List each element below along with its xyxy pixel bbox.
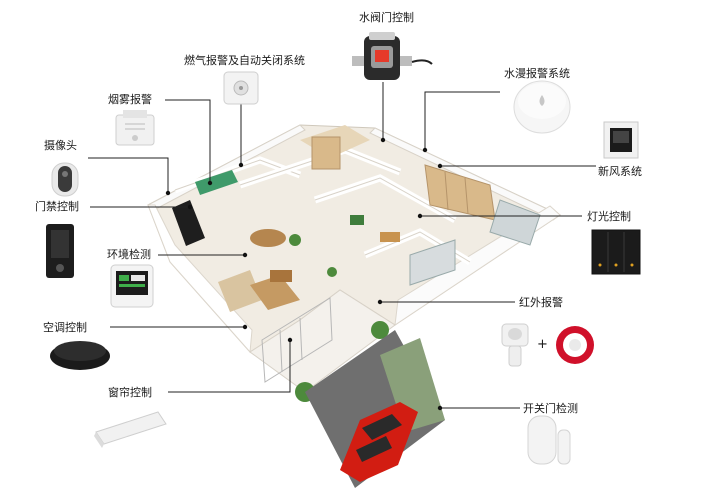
label-infrared-alarm: 红外报警 xyxy=(519,296,563,309)
label-light-control: 灯光控制 xyxy=(587,210,631,223)
label-camera: 摄像头 xyxy=(44,139,77,152)
label-curtain-control: 窗帘控制 xyxy=(108,386,152,399)
curtain-motor-icon xyxy=(94,411,167,448)
gas-detector-icon xyxy=(223,71,259,105)
label-water-leak: 水漫报警系统 xyxy=(504,67,570,80)
siren-icon xyxy=(556,326,594,364)
fresh-air-panel-icon xyxy=(603,121,639,159)
connector-lines xyxy=(88,82,596,409)
environment-monitor-icon xyxy=(110,264,154,308)
light-switch-icon xyxy=(591,229,641,275)
label-door-sensor: 开关门检测 xyxy=(523,402,578,415)
label-env-monitor: 环境检测 xyxy=(107,248,151,261)
connector-dots xyxy=(165,137,443,411)
label-water-valve: 水阀门控制 xyxy=(359,11,414,24)
door-lock-panel-icon xyxy=(46,224,74,278)
camera-icon xyxy=(51,162,79,197)
house-floorplan xyxy=(147,124,562,488)
water-leak-sensor-icon xyxy=(513,80,571,134)
label-gas-alarm: 燃气报警及自动关闭系统 xyxy=(184,54,305,67)
smoke-alarm-icon xyxy=(115,110,155,146)
car-illustration xyxy=(340,402,418,482)
label-ac-control: 空调控制 xyxy=(43,321,87,334)
water-valve-icon xyxy=(352,32,433,80)
door-window-sensor-icon xyxy=(527,415,571,465)
label-door-access: 门禁控制 xyxy=(35,200,79,213)
infrared-sensor-icon xyxy=(501,323,529,367)
ac-controller-icon xyxy=(50,341,110,370)
label-fresh-air: 新风系统 xyxy=(598,165,642,178)
plus-sign: + xyxy=(537,337,548,352)
label-smoke-alarm: 烟雾报警 xyxy=(108,93,152,106)
